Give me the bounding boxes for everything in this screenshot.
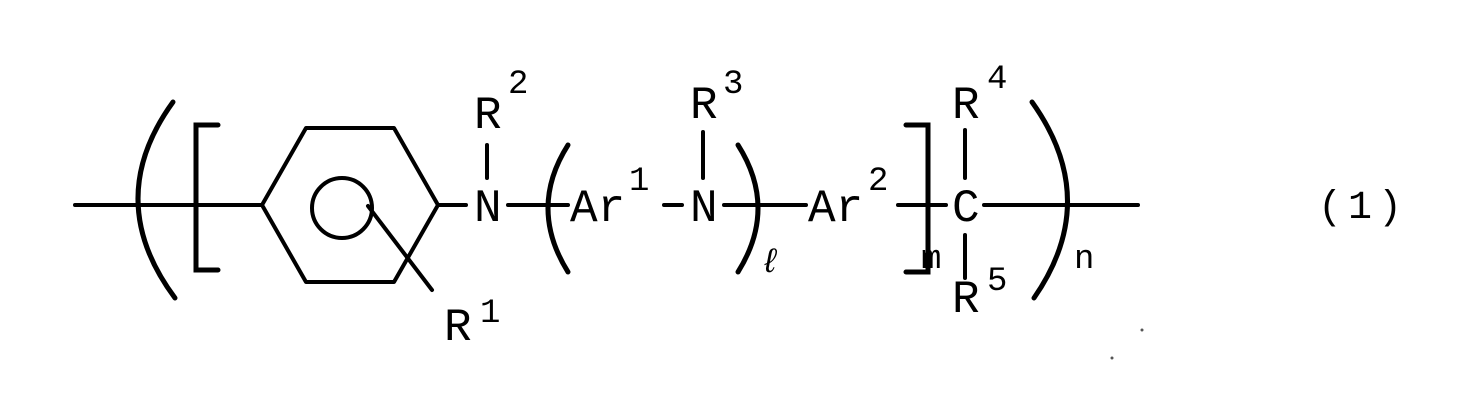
- benzene-ring: [262, 128, 438, 282]
- paren-inner-left: [548, 145, 568, 272]
- group-ar1: Ar: [570, 183, 625, 235]
- group-r1: R: [444, 302, 472, 354]
- paren-inner-right: [738, 145, 758, 272]
- speck: [1111, 357, 1114, 360]
- atom-n2: N: [690, 183, 718, 235]
- group-r5-superscript: 5: [987, 263, 1007, 301]
- group-r2: R: [474, 90, 502, 142]
- subscript-n: n: [1074, 241, 1094, 279]
- group-r4-superscript: 4: [987, 61, 1007, 99]
- speck: [1141, 329, 1144, 332]
- atom-n1: N: [474, 183, 502, 235]
- paren-outer-right: [1032, 102, 1068, 298]
- bond-ring-r1: [368, 206, 432, 290]
- group-r5: R: [952, 274, 980, 326]
- group-ar2-superscript: 2: [868, 163, 888, 201]
- paren-outer-left: [138, 102, 175, 298]
- group-r1-superscript: 1: [480, 295, 500, 333]
- group-r3: R: [690, 80, 718, 132]
- group-r2-superscript: 2: [508, 66, 528, 104]
- equation-number: (1): [1318, 186, 1408, 231]
- bracket-left: [196, 125, 218, 270]
- group-r4: R: [952, 80, 980, 132]
- aromatic-circle: [312, 178, 372, 238]
- atom-c: C: [952, 183, 980, 235]
- subscript-l: ℓ: [760, 245, 780, 283]
- group-r3-superscript: 3: [723, 66, 743, 104]
- group-ar2: Ar: [808, 183, 863, 235]
- group-ar1-superscript: 1: [629, 163, 649, 201]
- subscript-m: m: [921, 241, 941, 279]
